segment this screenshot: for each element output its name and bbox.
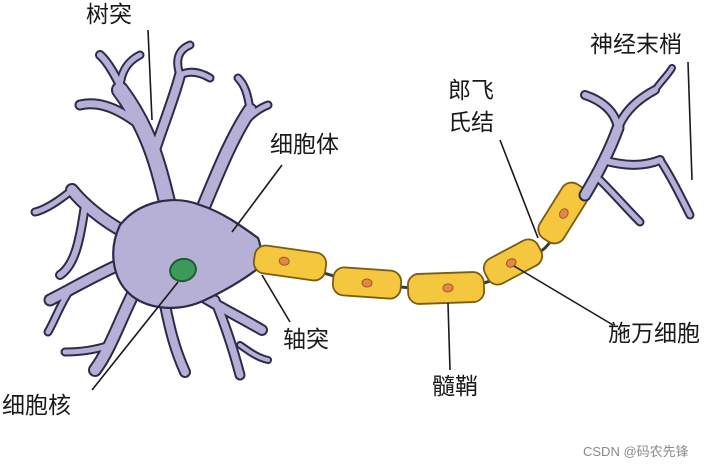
watermark: CSDN @码农先锋 bbox=[583, 444, 689, 459]
myelin-segments bbox=[252, 178, 591, 304]
label-nucleus: 细胞核 bbox=[2, 393, 71, 419]
axon-terminal bbox=[585, 68, 690, 222]
branch bbox=[655, 68, 672, 90]
branch bbox=[660, 160, 690, 215]
leader-cell-body bbox=[232, 165, 282, 232]
label-node-of-ranvier-2: 氏结 bbox=[448, 110, 494, 136]
cell-body bbox=[113, 200, 261, 308]
label-axon-terminal: 神经末梢 bbox=[590, 32, 682, 58]
leader-schwann bbox=[514, 266, 613, 325]
myelin-segment bbox=[252, 244, 327, 282]
branch bbox=[155, 75, 180, 150]
label-cell-body: 细胞体 bbox=[270, 132, 339, 158]
schwann-nucleus bbox=[362, 279, 373, 288]
leader-axon bbox=[262, 275, 290, 322]
leader-terminal bbox=[688, 62, 692, 180]
branch bbox=[95, 290, 135, 370]
label-axon: 轴突 bbox=[283, 327, 329, 353]
leader-myelin bbox=[448, 303, 450, 370]
myelin-segment bbox=[332, 267, 402, 300]
label-dendrite: 树突 bbox=[86, 2, 132, 28]
label-schwann-cell: 施万细胞 bbox=[608, 321, 700, 347]
schwann-nucleus bbox=[443, 284, 453, 292]
leader-node bbox=[500, 140, 538, 238]
leader-dendrite bbox=[148, 30, 152, 120]
myelin-segment bbox=[480, 236, 546, 289]
label-myelin-sheath: 髓鞘 bbox=[432, 374, 478, 400]
branch bbox=[600, 180, 640, 222]
label-node-of-ranvier-1: 郎飞 bbox=[448, 78, 494, 104]
myelin-segment bbox=[407, 272, 484, 305]
